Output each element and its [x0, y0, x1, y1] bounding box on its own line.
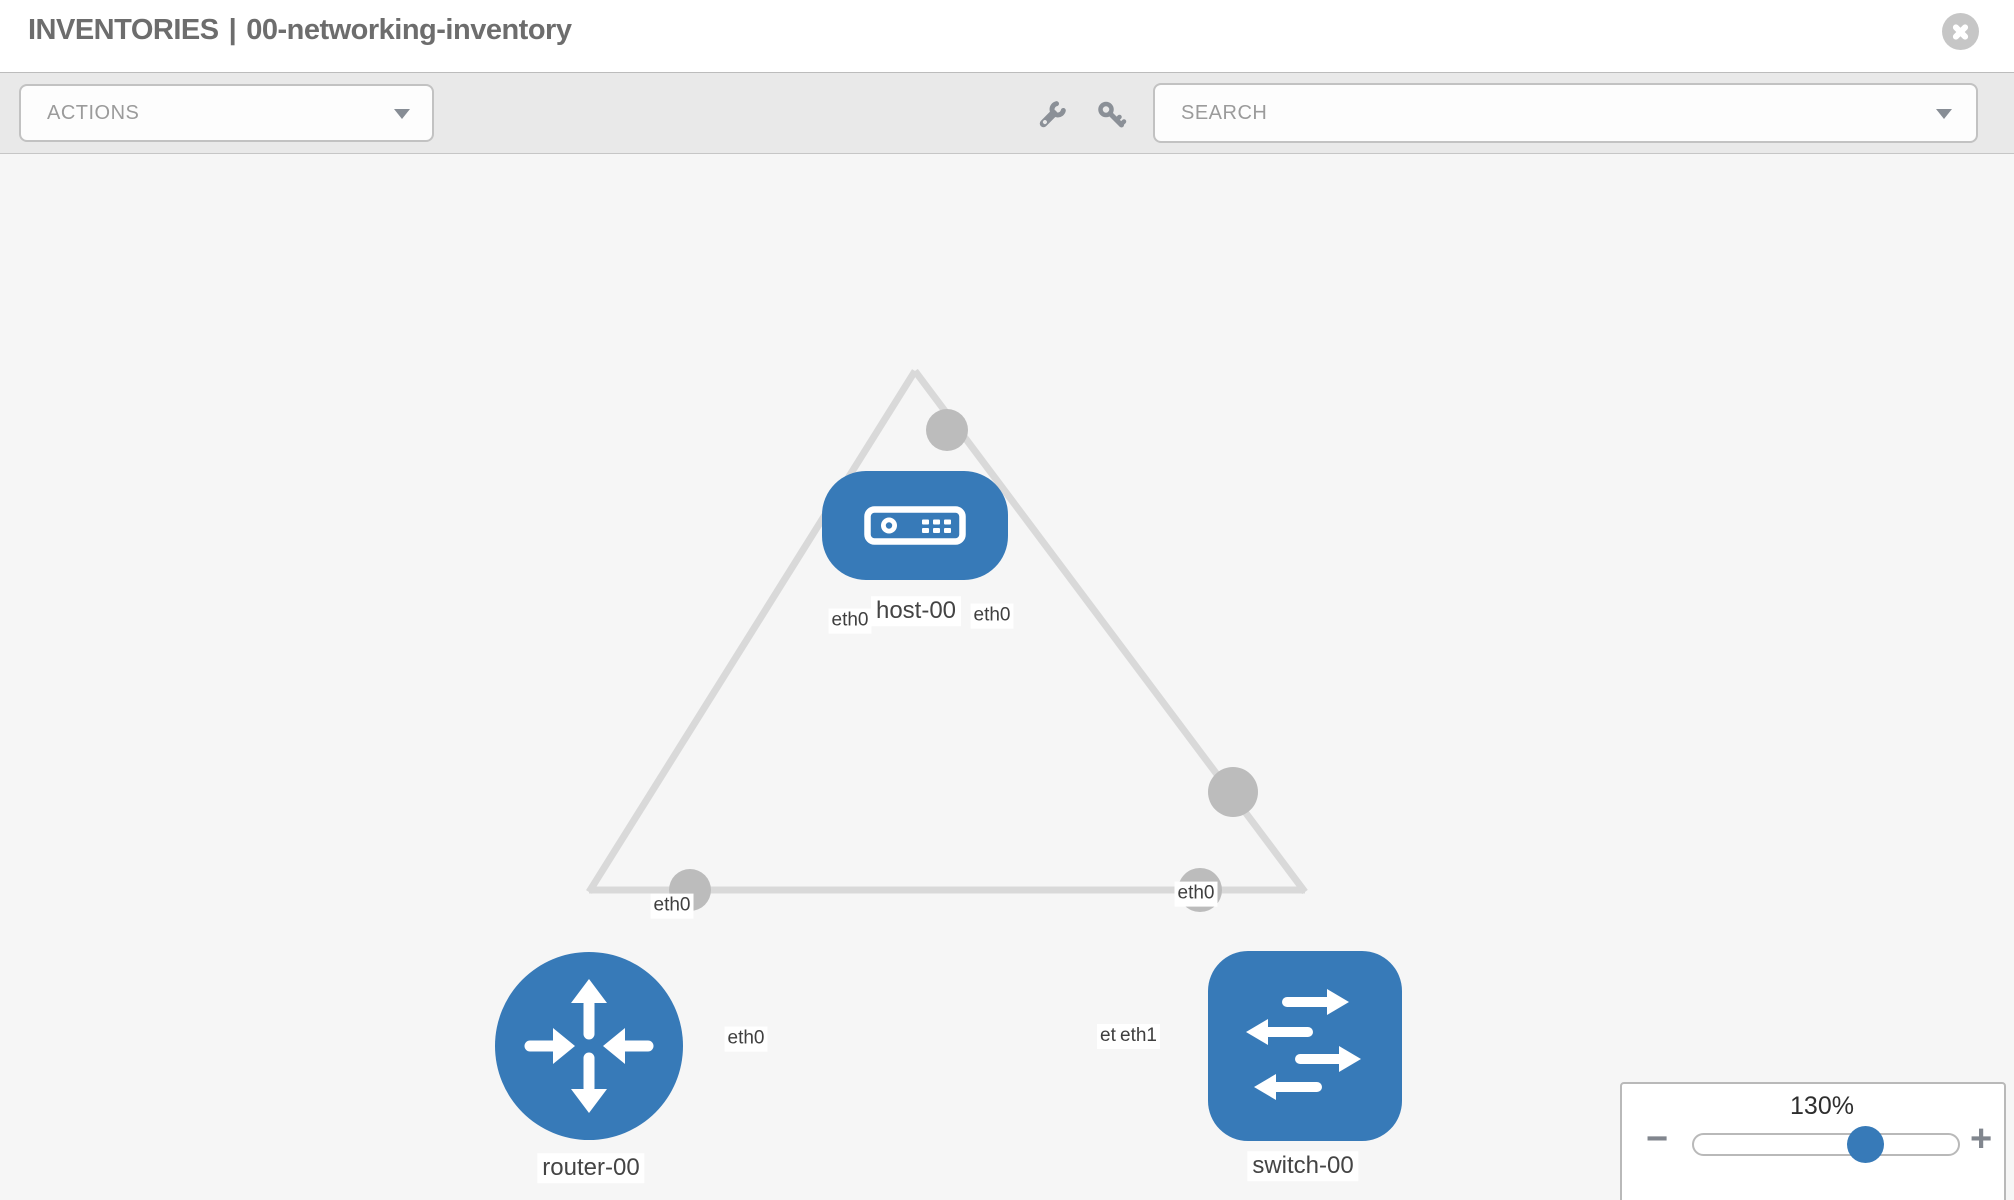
chevron-down-icon — [394, 109, 410, 119]
iface-label-router-switch-switch-end: eth1 — [1117, 1024, 1160, 1049]
node-router-00[interactable] — [495, 952, 683, 1140]
toolbar: ACTIONS SEARCH — [0, 72, 2014, 154]
zoom-slider-track[interactable] — [1692, 1133, 1960, 1156]
search-dropdown[interactable]: SEARCH — [1153, 83, 1978, 143]
node-label-host: host-00 — [870, 596, 962, 626]
topology-canvas[interactable]: host-00 router-00 switch-00 eth0 eth0 et… — [0, 154, 2014, 1200]
node-label-router: router-00 — [537, 1153, 645, 1183]
iface-label-host-switch-host-end: eth0 — [970, 603, 1014, 629]
zoom-slider-thumb[interactable] — [1847, 1126, 1884, 1163]
iface-label-router-switch-router-end: eth0 — [724, 1026, 768, 1052]
zoom-in-button[interactable]: + — [1970, 1118, 1993, 1160]
host-icon — [864, 506, 966, 545]
iface-label-host-router-router-end: eth0 — [650, 893, 694, 919]
actions-dropdown-label: ACTIONS — [47, 101, 140, 124]
breadcrumb-item: 00-networking-inventory — [246, 14, 572, 46]
switch-icon — [1246, 989, 1361, 1100]
link-host-router — [586, 369, 918, 894]
page-title: INVENTORIES | 00-networking-inventory — [28, 14, 572, 47]
chevron-down-icon — [1936, 109, 1952, 119]
node-host-00[interactable] — [822, 471, 1008, 580]
actions-dropdown[interactable]: ACTIONS — [19, 84, 434, 142]
zoom-level-value: 130% — [1790, 1092, 1854, 1120]
link-host-switch — [912, 368, 1308, 895]
wrench-icon[interactable] — [1036, 100, 1068, 132]
node-label-switch: switch-00 — [1247, 1151, 1359, 1181]
search-dropdown-label: SEARCH — [1181, 101, 1268, 124]
zoom-out-button[interactable]: − — [1646, 1118, 1669, 1160]
node-switch-00[interactable] — [1208, 951, 1402, 1141]
header: INVENTORIES | 00-networking-inventory — [0, 0, 2014, 72]
connector-host-bottom — [926, 409, 968, 451]
close-button[interactable] — [1942, 13, 1979, 50]
iface-label-host-switch-switch-end: eth0 — [1174, 881, 1218, 907]
breadcrumb-section: INVENTORIES — [28, 14, 219, 46]
iface-label-host-router-host-end: eth0 — [828, 608, 872, 634]
connector-switch-top — [1208, 767, 1258, 817]
breadcrumb-separator: | — [228, 14, 237, 46]
router-icon — [524, 979, 654, 1113]
zoom-control-panel: 130% − + — [1620, 1082, 2006, 1200]
key-icon[interactable] — [1095, 100, 1127, 132]
